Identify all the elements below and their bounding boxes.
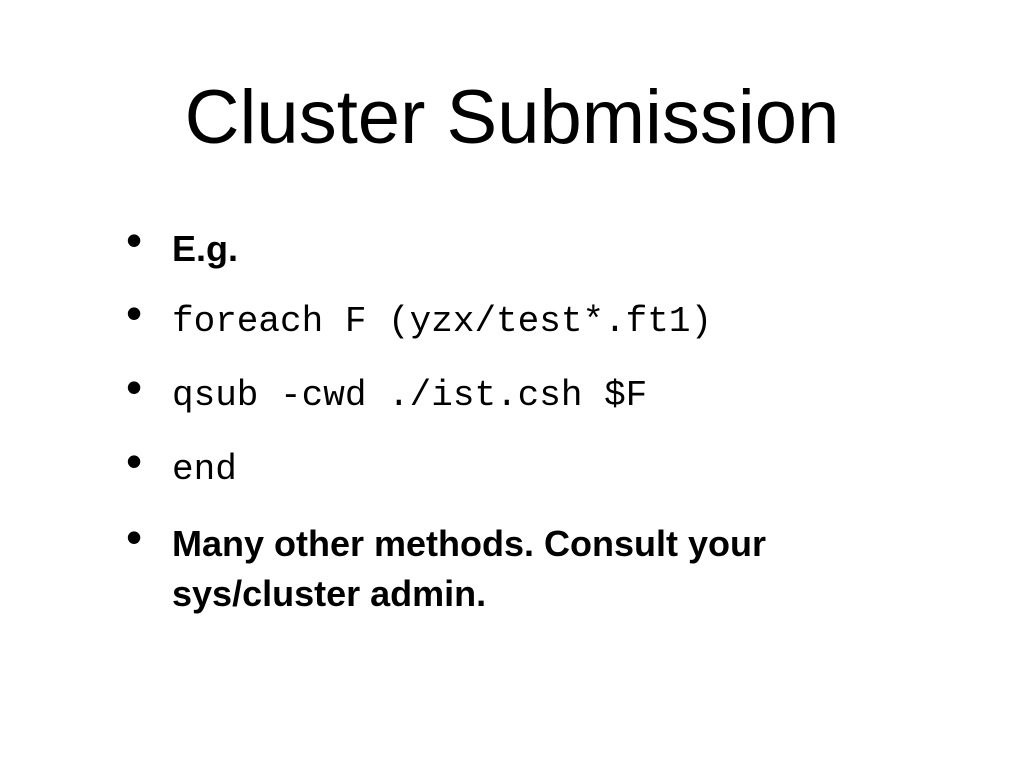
bullet-list: • E.g. • foreach F (yzx/test*.ft1) • qsu… bbox=[126, 217, 906, 619]
bullet-text: Many other methods. Consult your sys/clu… bbox=[172, 523, 767, 614]
bullet-icon: • bbox=[126, 214, 143, 266]
bullet-item: • end bbox=[126, 438, 906, 495]
code-line: end bbox=[172, 449, 237, 490]
code-line: qsub -cwd ./ist.csh $F bbox=[172, 375, 648, 416]
bullet-icon: • bbox=[126, 287, 143, 339]
bullet-item: • Many other methods. Consult your sys/c… bbox=[126, 511, 906, 619]
bullet-icon: • bbox=[126, 511, 143, 563]
bullet-icon: • bbox=[126, 361, 143, 413]
bullet-item: • foreach F (yzx/test*.ft1) bbox=[126, 290, 906, 347]
code-line: foreach F (yzx/test*.ft1) bbox=[172, 301, 713, 342]
bullet-item: • E.g. bbox=[126, 217, 906, 274]
bullet-item: • qsub -cwd ./ist.csh $F bbox=[126, 364, 906, 421]
slide-title: Cluster Submission bbox=[184, 75, 840, 160]
bullet-icon: • bbox=[126, 435, 143, 487]
bullet-text: E.g. bbox=[172, 228, 239, 269]
